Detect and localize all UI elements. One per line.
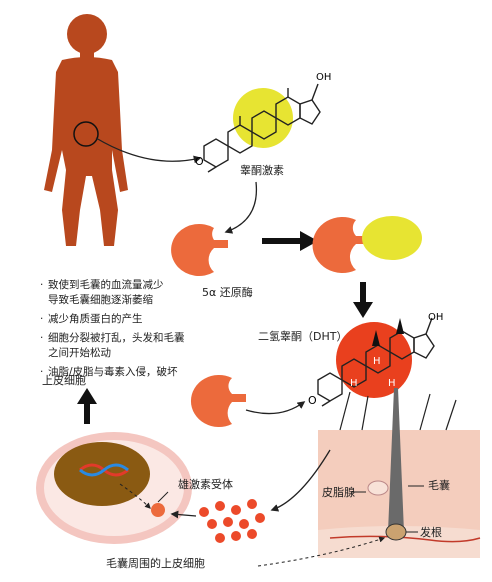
arrow-body-to-testosterone (95, 137, 202, 164)
testosterone-oh: OH (316, 72, 331, 83)
label-hair-root: 发根 (420, 526, 442, 539)
effect-text: 细胞分裂被打乱，头发和毛囊 之间开始松动 (48, 332, 185, 359)
dht-oh: OH (428, 312, 443, 323)
label-5a-reductase: 5α 还原酶 (202, 286, 253, 299)
arrow-cell-to-effects (77, 388, 97, 424)
enzyme-lower (190, 375, 246, 428)
sebaceous-gland-shape (367, 480, 389, 496)
dht-molecule: O OH H H H (308, 312, 443, 407)
dht-h-atom-2: H (388, 378, 396, 389)
androgen-receptor (151, 503, 165, 517)
arrow-testosterone-to-enzyme (224, 181, 258, 234)
arrow-particles-to-cell (170, 510, 197, 519)
effect-item: · 减少角质蛋白的产生 (40, 312, 210, 327)
dashed-pointer-to-follicle (257, 536, 386, 567)
epithelial-cell (36, 432, 192, 544)
arrow-enzyme-to-dht (245, 401, 306, 415)
effect-text: 油脂/皮脂与毒素入侵，破坏 (48, 366, 178, 378)
cell-nucleus (54, 442, 150, 506)
bullet: · (40, 313, 44, 325)
arrow-skin-to-receptors (270, 449, 331, 512)
enzyme-left (171, 224, 228, 276)
receptor-label-leader (157, 491, 169, 503)
effect-text: 致使到毛囊的血流量减少 导致毛囊细胞逐渐萎缩 (48, 279, 164, 306)
enzyme-testosterone-complex (312, 216, 422, 273)
effect-text: 减少角质蛋白的产生 (48, 313, 143, 325)
dht-ketone-o: O (308, 394, 317, 407)
hair-shaft (388, 388, 404, 532)
bullet: · (40, 279, 44, 291)
label-epithelial-top: 上皮细胞 (42, 374, 86, 387)
dht-h-atom-1: H (373, 356, 381, 367)
scalp-callout-ring (73, 121, 99, 147)
label-epithelial-bottom: 毛囊周围的上皮细胞 (106, 557, 205, 570)
effect-item: · 致使到毛囊的血流量减少 导致毛囊细胞逐渐萎缩 (40, 278, 210, 308)
label-sebaceous-gland: 皮脂腺 (322, 486, 355, 499)
arrow-enzyme-to-complex (262, 231, 318, 251)
dht-circle (336, 322, 412, 398)
effects-list: · 致使到毛囊的血流量减少 导致毛囊细胞逐渐萎缩 · 减少角质蛋白的产生 · 细… (40, 278, 210, 380)
arrow-complex-to-dht (353, 282, 373, 318)
label-androgen-receptor: 雄激素受体 (178, 478, 233, 491)
testosterone-molecule: O OH (195, 72, 331, 173)
bullet: · (40, 366, 44, 378)
bullet: · (40, 332, 44, 344)
dht-h-atom-3: H (350, 378, 358, 389)
label-follicle: 毛囊 (428, 479, 450, 492)
skin-cross-section (318, 388, 481, 558)
human-body-figure (44, 14, 128, 246)
label-dht: 二氢睾酮（DHT） (258, 330, 348, 343)
dht-particle-cluster (199, 499, 265, 543)
testosterone-ketone-o: O (195, 155, 204, 168)
label-testosterone: 睾酮激素 (240, 164, 284, 177)
hair-bulb (385, 523, 407, 541)
effect-item: · 细胞分裂被打乱，头发和毛囊 之间开始松动 (40, 331, 210, 361)
effect-item: · 油脂/皮脂与毒素入侵，破坏 (40, 365, 210, 380)
